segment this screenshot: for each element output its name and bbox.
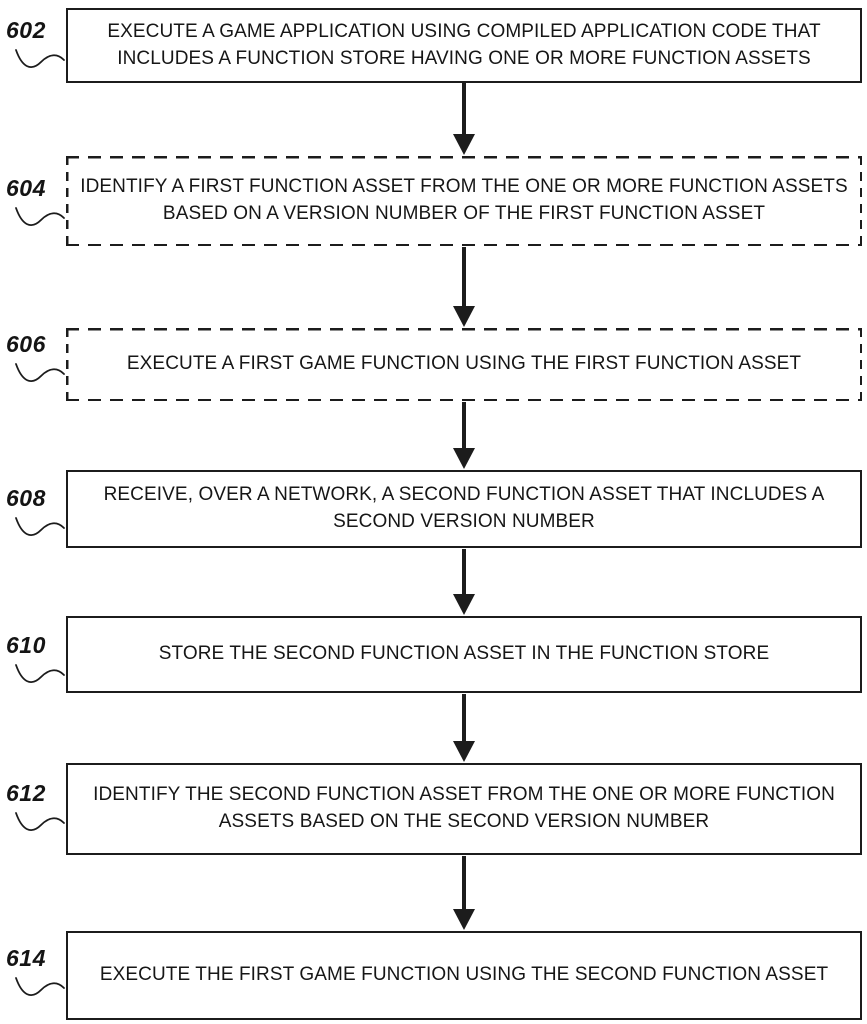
step-box-610: STORE THE SECOND FUNCTION ASSET IN THE F… <box>66 616 862 693</box>
leader-squiggle <box>15 363 65 382</box>
arrow-shaft <box>462 247 466 306</box>
connector-arrow-608-610 <box>452 549 476 615</box>
arrow-down-head <box>453 594 475 615</box>
arrow-shaft <box>462 549 466 594</box>
arrow-down-head <box>453 741 475 762</box>
step-ref-610: 610 <box>6 632 46 658</box>
connector-arrow-604-606 <box>452 247 476 327</box>
step-ref-614: 614 <box>6 945 46 971</box>
arrow-shaft <box>462 83 466 134</box>
step-ref-608: 608 <box>6 485 46 511</box>
step-text: RECEIVE, OVER A NETWORK, A SECOND FUNCTI… <box>103 484 825 532</box>
leader-squiggle <box>15 664 65 683</box>
step-ref-612: 612 <box>6 780 46 806</box>
leader-squiggle <box>15 812 65 831</box>
leader-squiggle <box>15 207 65 226</box>
connector-arrow-610-612 <box>452 694 476 762</box>
connector-arrow-602-604 <box>452 83 476 155</box>
connector-arrow-606-608 <box>452 402 476 469</box>
step-box-604: IDENTIFY A FIRST FUNCTION ASSET FROM THE… <box>66 156 862 246</box>
arrow-down-head <box>453 306 475 327</box>
leader-squiggle <box>15 49 65 68</box>
step-ref-606: 606 <box>6 331 46 357</box>
leader-squiggle <box>15 977 65 996</box>
arrow-down-head <box>453 448 475 469</box>
step-text: STORE THE SECOND FUNCTION ASSET IN THE F… <box>158 643 770 665</box>
step-box-612: IDENTIFY THE SECOND FUNCTION ASSET FROM … <box>66 763 862 855</box>
step-box-606: EXECUTE A FIRST GAME FUNCTION USING THE … <box>66 328 862 401</box>
step-ref-602: 602 <box>6 17 46 43</box>
step-ref-604: 604 <box>6 175 46 201</box>
arrow-shaft <box>462 856 466 909</box>
step-text: IDENTIFY THE SECOND FUNCTION ASSET FROM … <box>93 784 835 832</box>
step-box-602: EXECUTE A GAME APPLICATION USING COMPILE… <box>66 8 862 83</box>
step-text: EXECUTE THE FIRST GAME FUNCTION USING TH… <box>99 964 829 986</box>
step-text: IDENTIFY A FIRST FUNCTION ASSET FROM THE… <box>80 176 848 224</box>
arrow-down-head <box>453 134 475 155</box>
connector-arrow-612-614 <box>452 856 476 930</box>
step-text: EXECUTE A GAME APPLICATION USING COMPILE… <box>107 20 821 69</box>
arrow-shaft <box>462 694 466 741</box>
arrow-down-head <box>453 909 475 930</box>
step-box-608: RECEIVE, OVER A NETWORK, A SECOND FUNCTI… <box>66 470 862 548</box>
arrow-shaft <box>462 402 466 448</box>
step-text: EXECUTE A FIRST GAME FUNCTION USING THE … <box>126 353 802 375</box>
leader-squiggle <box>15 517 65 536</box>
step-box-614: EXECUTE THE FIRST GAME FUNCTION USING TH… <box>66 931 862 1020</box>
